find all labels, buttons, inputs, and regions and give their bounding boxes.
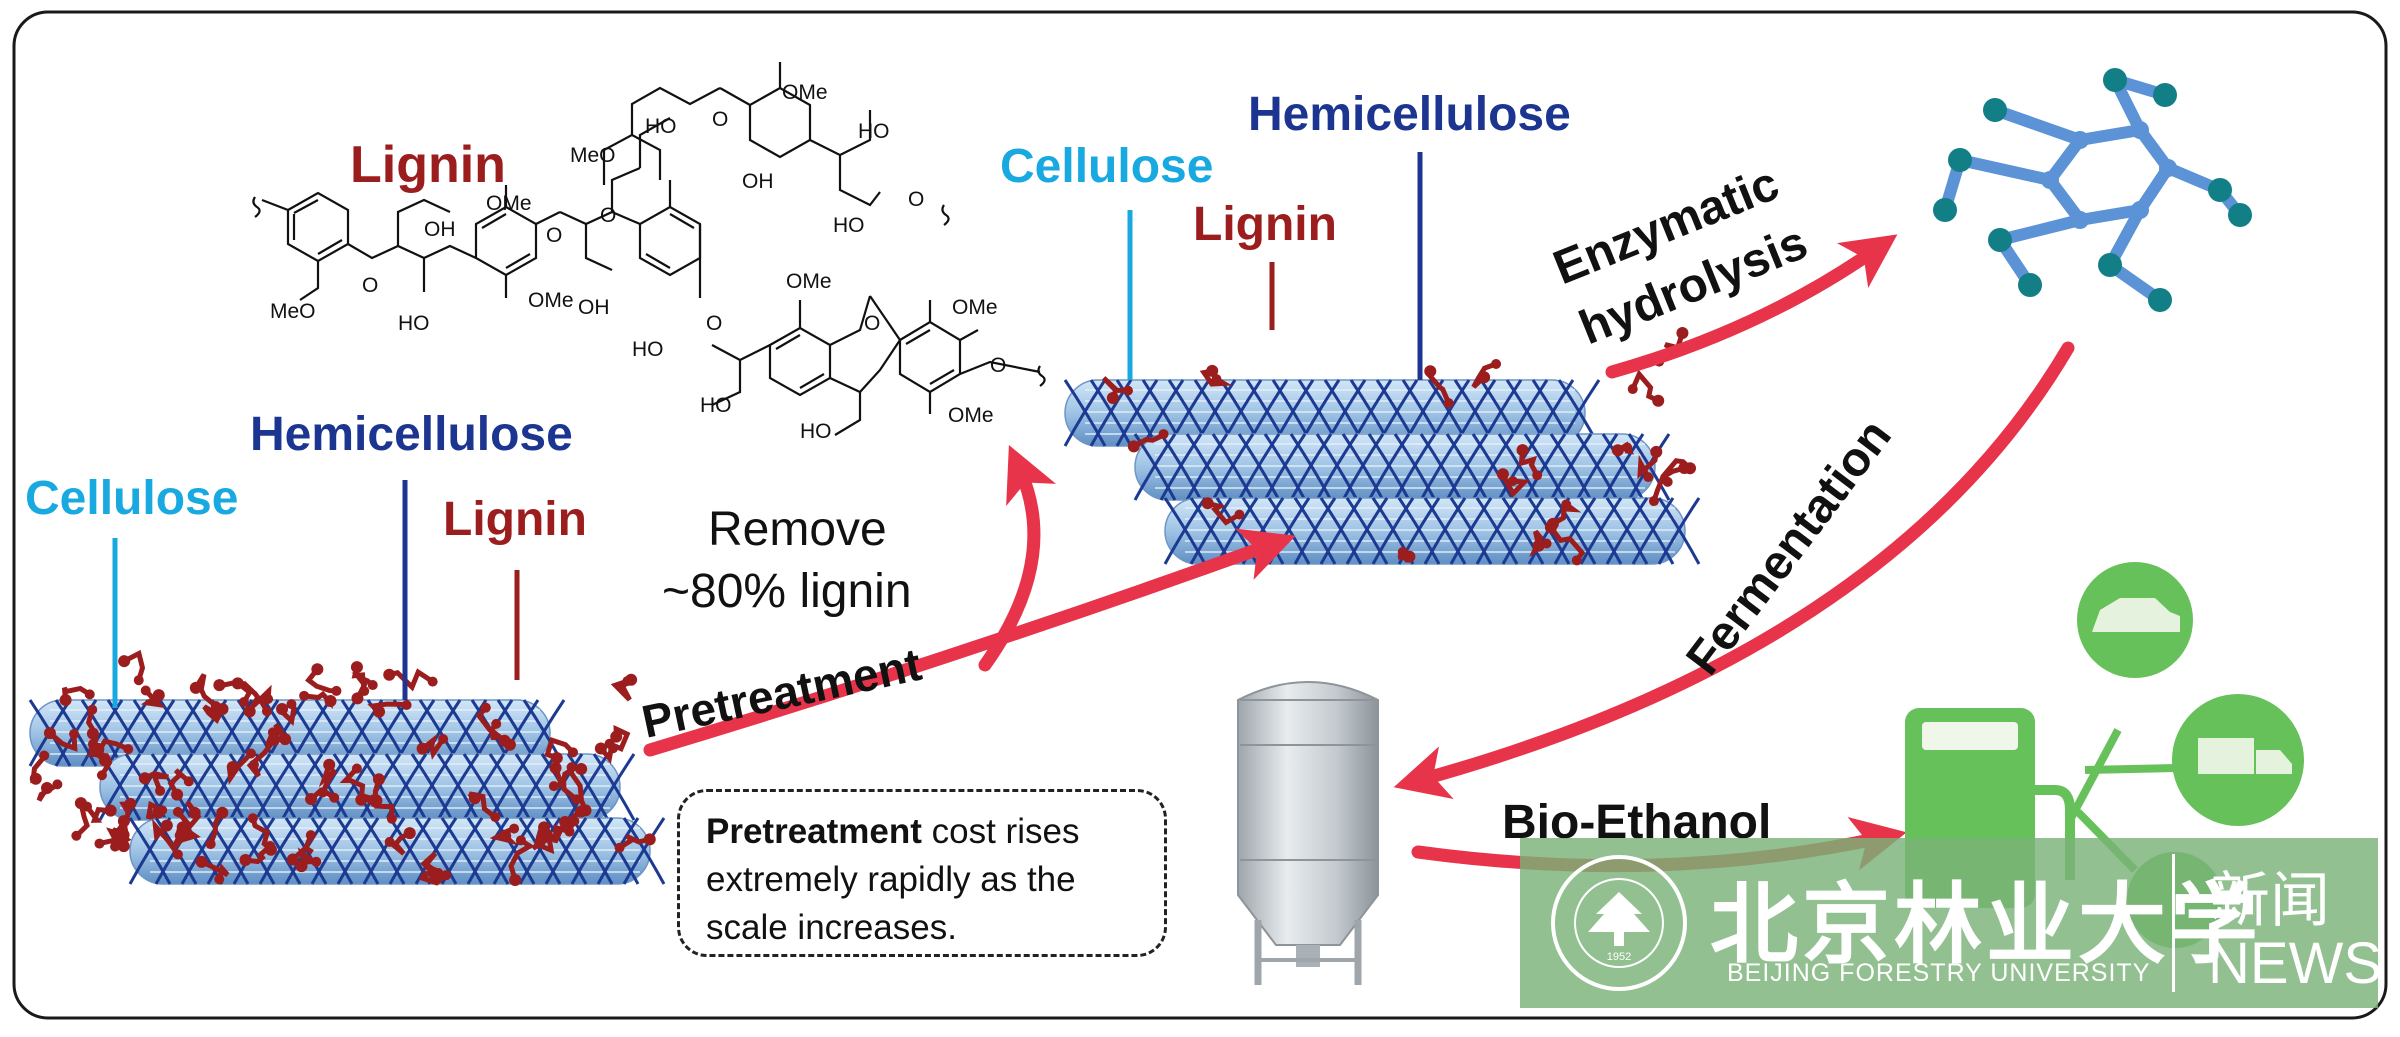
lignin-structure-title: Lignin [350,136,506,194]
svg-text:O: O [600,204,616,227]
svg-text:O: O [546,224,562,247]
fermentation-tank-icon [1237,681,1379,985]
news-label-cn: 新闻 [2210,866,2330,936]
svg-text:HO: HO [398,312,430,335]
svg-text:OH: OH [424,218,456,241]
treated-hemicellulose-label: Hemicellulose [1248,88,1571,141]
raw-hemicellulose-label: Hemicellulose [250,408,573,461]
pretreatment-label: Pretreatment [637,638,925,748]
bjfu-name-cn: 北京林业大学 [1710,872,2263,976]
svg-text:OMe: OMe [528,289,574,312]
remove-lignin-label-1: Remove [708,503,887,556]
svg-text:HO: HO [833,214,865,237]
glucose-molecule-icon [1933,68,2252,312]
svg-text:OH: OH [742,170,774,193]
svg-text:HO: HO [858,120,890,143]
raw-biomass-bundle [28,649,666,886]
svg-text:OMe: OMe [948,404,994,427]
svg-text:OMe: OMe [786,270,832,293]
fermentation-arrow [1393,341,2075,800]
svg-text:O: O [712,108,728,131]
treated-biomass-bundle [1063,326,1701,566]
svg-text:OH: OH [578,296,610,319]
raw-lignin-label: Lignin [443,493,587,546]
bjfu-seal-logo: 1952 [1551,855,1687,991]
car-icon [2077,562,2193,678]
news-label-en: NEWS [2208,931,2382,996]
lignin-removal-arrow [978,445,1057,672]
svg-text:HO: HO [800,420,832,443]
lignin-structure-labels: MeO O HO OH OMe O OMe OH O MeO HO O OH O… [270,81,1006,443]
pretreatment-arrow [643,528,1296,757]
svg-text:HO: HO [645,115,677,138]
bjfu-name-en: BEIJING FORESTRY UNIVERSITY [1727,959,2151,987]
fermentation-label: Fermentation [1676,410,1901,685]
svg-text:MeO: MeO [270,300,316,323]
svg-text:O: O [864,312,880,335]
enzymatic-hydrolysis-arrow [1605,234,1898,379]
svg-text:O: O [990,354,1006,377]
svg-text:HO: HO [700,394,732,417]
remove-lignin-label-2: ~80% lignin [662,565,912,618]
treated-lignin-label: Lignin [1193,198,1337,251]
pretreatment-cost-note: Pretreatment cost rises extremely rapidl… [677,789,1167,957]
note-text: cost rises extremely rapidly as the scal… [706,812,1080,947]
treated-cellulose-label: Cellulose [1000,140,1213,193]
svg-text:O: O [706,312,722,335]
svg-text:MeO: MeO [570,144,616,167]
svg-text:O: O [908,188,924,211]
lignin-chemical-structure [252,62,1046,436]
figure-frame [12,10,2388,1020]
svg-text:O: O [362,274,378,297]
bjfu-news-watermark: 1952 北京林业大学 BEIJING FORESTRY UNIVERSITY … [1520,838,2382,1008]
raw-cellulose-label: Cellulose [25,472,238,525]
svg-text:OMe: OMe [952,296,998,319]
svg-text:1952: 1952 [1607,951,1631,963]
svg-text:OMe: OMe [486,192,532,215]
note-bold-text: Pretreatment [706,812,922,851]
truck-icon [2172,694,2304,826]
svg-text:OMe: OMe [782,81,828,104]
svg-text:HO: HO [632,338,664,361]
watermark-divider [2172,854,2175,992]
